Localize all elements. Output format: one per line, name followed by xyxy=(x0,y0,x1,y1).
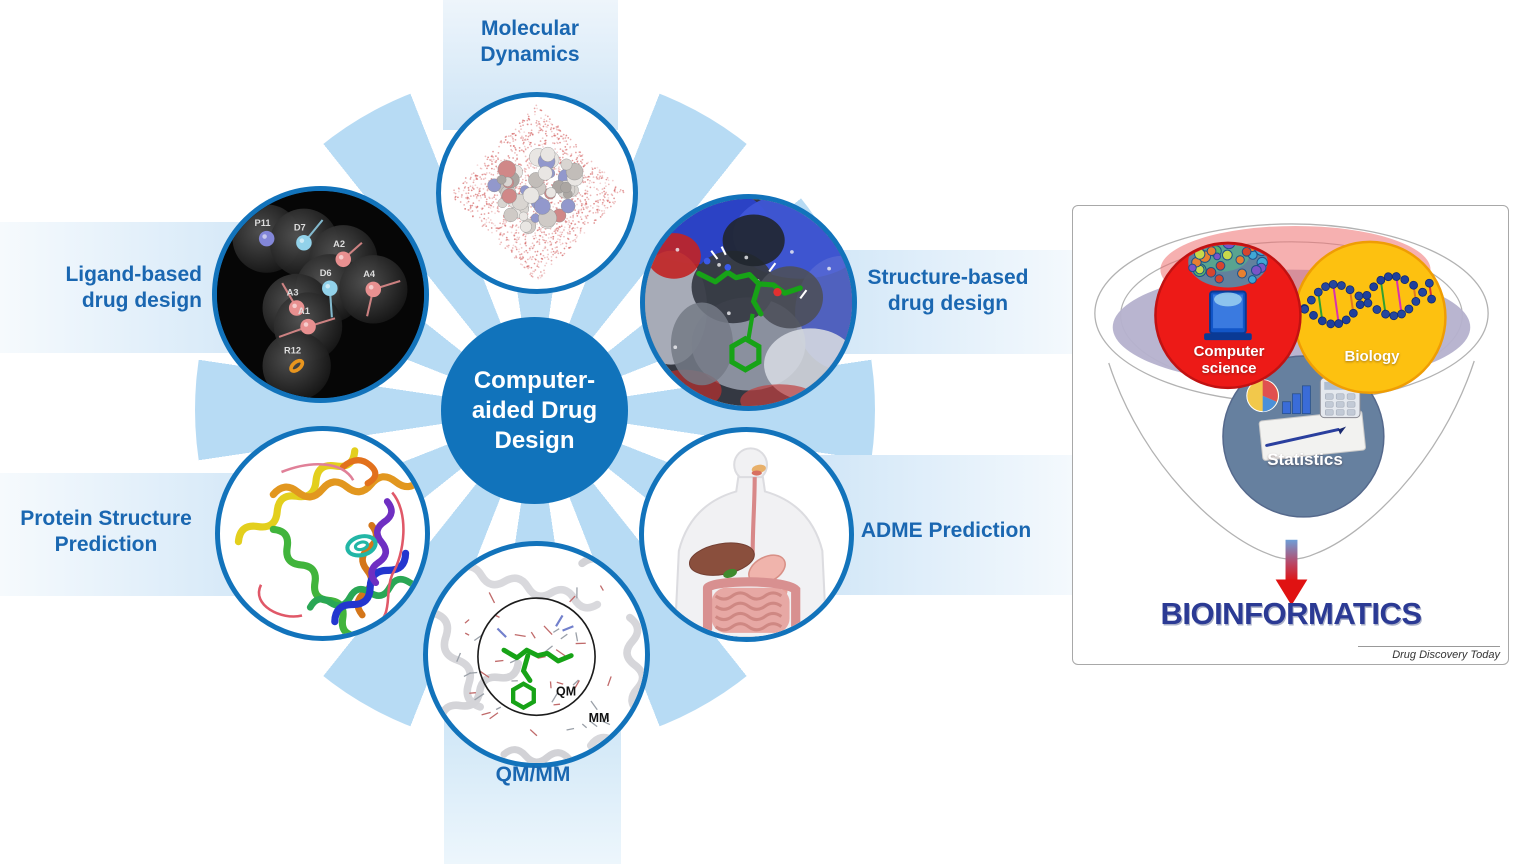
pharmacophore-label: D6 xyxy=(320,268,332,278)
funnel-figure xyxy=(1094,223,1489,606)
bioinformatics-title: BIOINFORMATICS xyxy=(1160,596,1422,631)
circle-structure-based xyxy=(640,194,857,411)
bioinformatics-panel: Computer science Biology Statistics BIOI… xyxy=(1072,205,1509,665)
label-statistics: Statistics xyxy=(1267,450,1343,469)
label-qmmm: QM/MM xyxy=(495,763,571,786)
qmmm-image: QM MM xyxy=(430,554,645,763)
protein-ribbon-image xyxy=(234,447,425,636)
drug-discovery-today-credit: Drug Discovery Today xyxy=(1358,646,1500,661)
dna-image xyxy=(1300,272,1436,329)
qm-region-label: QM xyxy=(556,685,576,699)
circle-adme xyxy=(639,427,854,642)
pharmacophore-label: D7 xyxy=(294,222,306,232)
molecular-dynamics-image xyxy=(453,104,625,280)
circle-molecular-dynamics xyxy=(436,92,638,294)
label-computer-science: Computer science xyxy=(1193,343,1265,377)
circle-protein-structure xyxy=(215,426,430,641)
label-biology: Biology xyxy=(1344,348,1400,365)
down-arrow-head xyxy=(1275,579,1308,606)
digestive-system-image xyxy=(673,447,828,637)
label-ligand-based: Ligand-based drug design xyxy=(65,263,202,312)
pharmacophore-label: R12 xyxy=(284,345,301,355)
label-protein-structure: Protein Structure Prediction xyxy=(20,507,192,556)
pharmacophore-label: A2 xyxy=(333,239,345,249)
pharmacophore-label: A4 xyxy=(363,269,376,279)
circle-qmmm: QM MM xyxy=(423,541,650,768)
hub-center: Computer-aided Drug Design xyxy=(441,317,628,504)
label-adme-prediction: ADME Prediction xyxy=(860,519,1032,542)
hub-center-title: Computer-aided Drug Design xyxy=(471,366,598,454)
mm-region-label: MM xyxy=(589,711,610,725)
pharmacophore-label: P11 xyxy=(255,218,271,228)
computer-image xyxy=(1188,244,1269,341)
binding-site-image xyxy=(645,199,852,406)
label-molecular-dynamics: Molecular Dynamics xyxy=(480,17,580,66)
pharmacophore-label: A3 xyxy=(287,288,299,298)
down-arrow-shaft xyxy=(1285,539,1298,582)
pharmacophore-label: A1 xyxy=(298,306,310,316)
label-structure-based: Structure-based drug design xyxy=(867,266,1029,315)
